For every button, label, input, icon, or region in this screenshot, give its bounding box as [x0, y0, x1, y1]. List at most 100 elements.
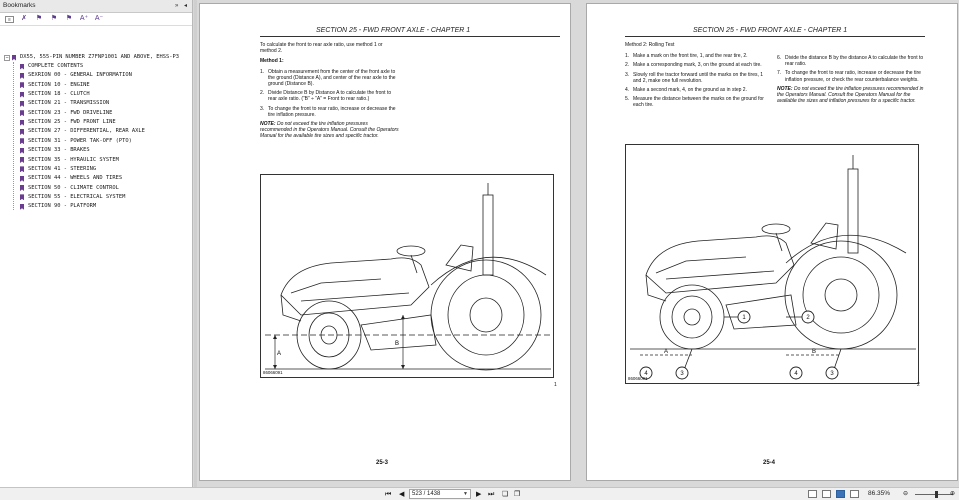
bookmark-item[interactable]: SECTION 31 - POWER TAK-OFF (PTO) — [20, 137, 132, 146]
options-icon[interactable]: ≡ — [5, 15, 14, 23]
page-25-3: SECTION 25 - FWD FRONT AXLE - CHAPTER 1 … — [199, 3, 571, 481]
zoom-level[interactable]: 86.35% — [868, 490, 891, 497]
bookmark-icon — [20, 63, 24, 70]
callout-3a-label: 3 — [680, 371, 684, 377]
bookmarks-panel: Bookmarks » ◂ ≡ ✗ ⚑ ⚑ ⚑ A⁺ A⁻ − DX55, 55… — [0, 0, 193, 487]
find-bookmark-icon[interactable]: ⚑ — [65, 15, 73, 22]
step-text: To change the front to rear ratio, incre… — [785, 70, 921, 83]
page-footer: 25-4 — [763, 460, 776, 466]
right-text-col1: Method 2: Rolling Test 1.Make a mark on … — [625, 42, 765, 112]
bookmark-label: SECTION 55 - ELECTRICAL SYSTEM — [28, 193, 126, 200]
intro-text: To calculate the front to rear axle rati… — [260, 42, 383, 55]
zoom-slider-handle[interactable] — [935, 491, 938, 498]
zoom-in-icon[interactable]: ⊕ — [950, 491, 956, 497]
bookmark-icon — [20, 82, 24, 89]
bookmark-label: SECTION 18 - CLUTCH — [28, 91, 90, 98]
method-title: Method 2: Rolling Test — [625, 42, 675, 48]
callout-4b-label: 4 — [794, 371, 798, 377]
font-increase-icon[interactable]: A⁺ — [79, 15, 89, 22]
bookmark-icon — [20, 157, 24, 163]
bookmark-item[interactable]: SECTION 25 - FWD FRONT LINE — [20, 118, 116, 127]
export-icon[interactable]: ❐ — [514, 491, 521, 498]
bookmark-item[interactable]: SECTION 44 - WHEELS AND TIRES — [20, 174, 122, 183]
callout-2-label: 2 — [806, 315, 810, 321]
callout-4-front — [639, 366, 653, 380]
bookmark-label: SECTION 23 - FWD DRIVELINE — [28, 109, 113, 116]
bookmark-label: DX55, 555-PIN NUMBER Z7FNP1001 AND ABOVE… — [20, 54, 180, 60]
bookmark-icon — [20, 138, 24, 145]
cover-view-icon[interactable] — [850, 490, 859, 498]
right-text-col2: 6.Divide the distance B by the distance … — [777, 55, 927, 104]
panel-splitter[interactable] — [194, 0, 197, 487]
step-item: 2.Divide Distance B by Distance A to cal… — [260, 90, 400, 102]
document-view[interactable]: SECTION 25 - FWD FRONT AXLE - CHAPTER 1 … — [194, 0, 959, 487]
page-number-input[interactable]: 523 / 1438 ▼ — [409, 489, 471, 499]
step-item: 6.Divide the distance B by the distance … — [777, 55, 927, 67]
step-text: Divide the distance B by the distance A … — [785, 55, 924, 68]
bookmark-label: SEXRION 00 - GENERAL INFORMATION — [28, 72, 132, 79]
collapse-icon[interactable]: − — [4, 54, 10, 61]
step-text: Divide Distance B by Distance A to calcu… — [268, 90, 392, 103]
bookmark-item[interactable]: SECTION 21 - TRANSMISSION — [20, 99, 109, 108]
step-number: 1. — [260, 68, 265, 75]
bookmark-label: SECTION 90 - PLATFORM — [28, 203, 97, 210]
add-bookmark-icon[interactable]: ⚑ — [35, 15, 43, 22]
bookmark-item[interactable]: COMPLETE CONTENTS — [20, 62, 83, 71]
chevron-down-icon[interactable]: ▼ — [463, 491, 468, 497]
page-25-4: SECTION 25 - FWD FRONT AXLE - CHAPTER 1 … — [586, 3, 958, 481]
bookmark-icon — [20, 100, 24, 107]
bookmark-label: SECTION 21 - TRANSMISSION — [28, 100, 110, 107]
page-number-value: 523 / 1438 — [412, 491, 441, 497]
copy-icon[interactable]: ❏ — [502, 491, 509, 498]
bookmarks-title: Bookmarks — [3, 2, 36, 9]
step-number: 3. — [625, 71, 630, 78]
note-label: NOTE: — [260, 121, 276, 128]
continuous-view-icon[interactable] — [822, 490, 831, 498]
dim-a-label: A — [277, 351, 281, 357]
bookmark-item[interactable]: SECTION 27 - DIFFERENTIAL, REAR AXLE — [20, 127, 145, 136]
first-page-icon[interactable]: ⏮ — [385, 491, 392, 498]
bookmark-root[interactable]: − DX55, 555-PIN NUMBER Z7FNP1001 AND ABO… — [4, 53, 179, 62]
single-page-view-icon[interactable] — [808, 490, 817, 498]
note-label: NOTE: — [777, 85, 793, 92]
bookmark-label: SECTION 35 - HYRAULIC SYSTEM — [28, 156, 119, 163]
callout-2 — [801, 310, 815, 324]
callout-1-label: 1 — [742, 315, 746, 321]
step-number: 4. — [625, 87, 630, 94]
step-number: 1. — [625, 53, 630, 60]
delete-bookmark-icon[interactable]: ✗ — [21, 15, 27, 22]
bookmark-item[interactable]: SECTION 41 - STEERING — [20, 165, 96, 174]
left-text-block: To calculate the front to rear axle rati… — [260, 42, 400, 140]
bookmark-icon — [20, 194, 24, 201]
bookmark-icon — [20, 147, 24, 154]
bookmark-item[interactable]: SECTION 18 - CLUTCH — [20, 90, 90, 99]
step-item: 4.Make a second mark, 4, on the ground a… — [625, 87, 765, 93]
facing-view-icon[interactable] — [836, 490, 845, 498]
panel-collapse-icon[interactable]: » ◂ — [174, 3, 189, 9]
bookmark-icon — [20, 119, 24, 126]
bookmark-item[interactable]: SECTION 10 - ENGINE — [20, 81, 90, 90]
font-decrease-icon[interactable]: A⁻ — [94, 15, 104, 22]
bookmark-item[interactable]: SECTION 90 - PLATFORM — [20, 202, 96, 211]
bookmark-item[interactable]: SECTION 35 - HYRAULIC SYSTEM — [20, 156, 119, 165]
bookmark-item[interactable]: SECTION 23 - FWD DRIVELINE — [20, 109, 112, 118]
bookmark-item[interactable]: SEXRION 00 - GENERAL INFORMATION — [20, 71, 132, 80]
bookmark-item[interactable]: SECTION 33 - BRAKES — [20, 146, 90, 155]
page-header: SECTION 25 - FWD FRONT AXLE - CHAPTER 1 — [316, 27, 471, 34]
callout-3-rear — [825, 366, 839, 380]
tractor-illustration: A B — [265, 183, 551, 371]
bookmark-icon — [20, 91, 24, 98]
last-page-icon[interactable]: ⏭ — [488, 491, 495, 498]
step-item: 1.Obtain a measurement from the center o… — [260, 69, 400, 88]
next-page-icon[interactable]: ▶ — [476, 491, 482, 498]
prev-page-icon[interactable]: ◀ — [399, 491, 405, 498]
bookmark-label: SECTION 44 - WHEELS AND TIRES — [28, 175, 123, 182]
expand-bookmark-icon[interactable]: ⚑ — [50, 15, 58, 22]
zoom-slider[interactable] — [915, 494, 953, 495]
bookmark-item[interactable]: SECTION 50 - CLIMATE CONTROL — [20, 184, 119, 193]
step-text: Slowly roll the tractor forward until th… — [633, 71, 764, 84]
zoom-out-icon[interactable]: ⊖ — [903, 491, 909, 497]
bookmark-label: SECTION 31 - POWER TAK-OFF (PTO) — [28, 137, 132, 144]
bookmark-item[interactable]: SECTION 55 - ELECTRICAL SYSTEM — [20, 193, 125, 202]
